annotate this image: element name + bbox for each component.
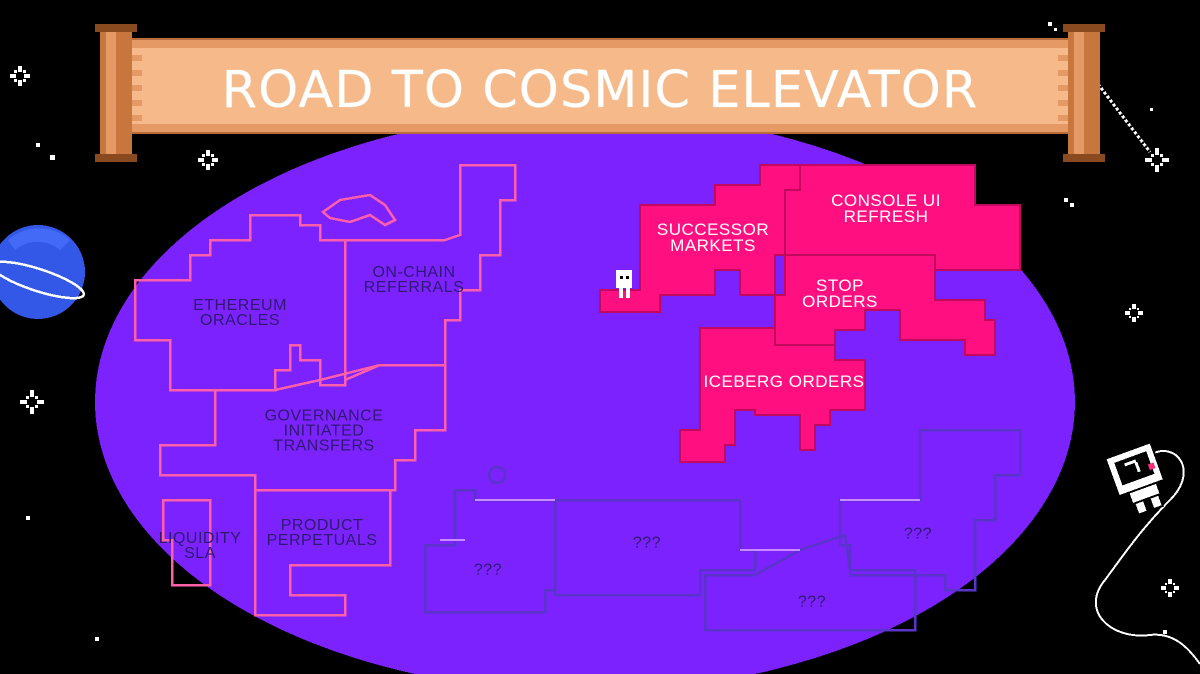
planned-region-outlines: [133, 163, 517, 617]
player-character-icon: [616, 270, 632, 298]
region-unknown-2: [553, 498, 757, 597]
unknown-region-outlines: [423, 428, 1022, 632]
label-ethereum-oracles: ETHEREUM ORACLES: [193, 297, 287, 329]
label-successor-markets: SUCCESSOR MARKETS: [656, 220, 770, 255]
page-title: ROAD TO COSMIC ELEVATOR: [221, 60, 979, 120]
region-liquidity-sla: [161, 498, 212, 587]
label-on-chain-referrals: ON-CHAIN REFERRALS: [363, 264, 465, 296]
region-console-ui-refresh: [784, 164, 1021, 271]
label-unknown-4: ???: [903, 525, 933, 543]
label-governance-initiated-transfers: GOVERNANCE INITIATED TRANSFERS: [264, 407, 384, 455]
shooting-star-icon: [1048, 22, 1169, 172]
sparkle-star-icon: [20, 390, 44, 414]
completed-regions: [599, 164, 1021, 463]
sparkle-star-icon: [1125, 304, 1143, 322]
sparkle-star-icon: [198, 150, 218, 170]
label-stop-orders: STOP ORDERS: [802, 276, 878, 311]
label-unknown-3: ???: [797, 593, 827, 611]
region-product-perpetuals: [253, 488, 392, 617]
astronaut-icon: [1094, 441, 1200, 665]
region-governance-initiated-transfers: [158, 363, 447, 492]
label-liquidity-sla: LIQUIDITY SLA: [158, 530, 242, 562]
label-console-ui-refresh: CONSOLE UI REFRESH: [831, 191, 941, 226]
label-iceberg-orders: ICEBERG ORDERS: [703, 372, 865, 391]
sparkle-star-icon: [10, 66, 30, 86]
region-iceberg-orders: [679, 327, 866, 463]
sparkle-star-icon: [1161, 579, 1179, 597]
label-product-perpetuals: PRODUCT PERPETUALS: [266, 517, 378, 549]
label-unknown-2: ???: [632, 534, 662, 552]
label-unknown-1: ???: [473, 561, 503, 579]
region-unknown-4: [838, 428, 1022, 592]
planet-icon: [0, 225, 86, 319]
title-scroll: [95, 24, 1105, 162]
